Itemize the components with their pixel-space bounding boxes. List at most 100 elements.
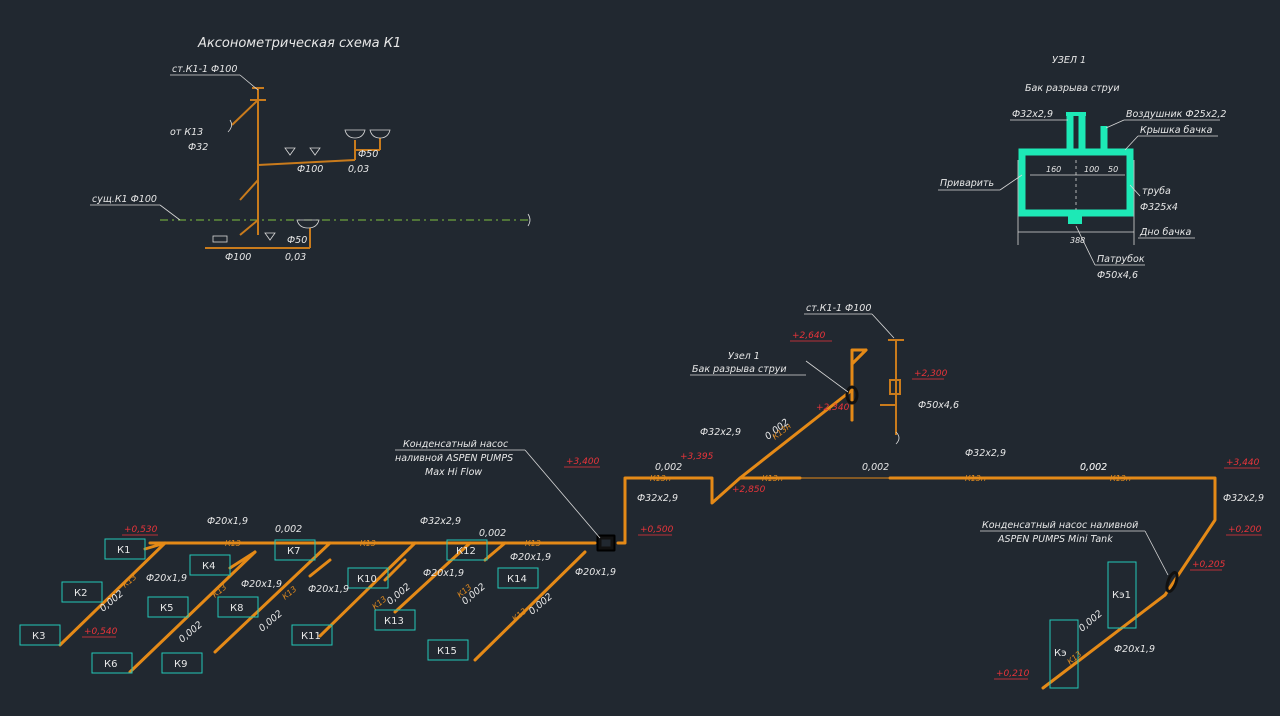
svg-text:0,002: 0,002 [479,528,506,539]
svg-text:Конденсатный насос: Конденсатный насос [403,439,509,450]
svg-text:Ф50х4,6: Ф50х4,6 [918,400,959,411]
svg-text:0,002: 0,002 [1080,462,1107,473]
svg-text:ст.К1-1 Ф100: ст.К1-1 Ф100 [172,64,237,75]
svg-text:от К13: от К13 [170,127,203,138]
unit-k4[interactable] [189,554,231,576]
svg-text:К12: К12 [456,546,476,557]
svg-text:Ф100: Ф100 [297,164,323,175]
svg-text:+3,400: +3,400 [566,457,600,467]
svg-text:Ф50: Ф50 [358,149,378,160]
svg-text:Max Hi Flow: Max Hi Flow [425,467,482,478]
svg-text:Бак разрыва струи: Бак разрыва струи [1025,83,1120,94]
svg-text:сущ.К1 Ф100: сущ.К1 Ф100 [92,194,157,205]
unit-ke[interactable] [1049,619,1079,689]
svg-text:К13н: К13н [1110,474,1131,483]
svg-text:+0,210: +0,210 [996,669,1030,679]
svg-text:УЗЕЛ 1: УЗЕЛ 1 [1052,55,1086,66]
svg-text:наливной ASPEN PUMPS: наливной ASPEN PUMPS [395,453,513,464]
svg-text:0,002: 0,002 [275,524,302,535]
svg-text:Ф32х2,9: Ф32х2,9 [965,448,1006,459]
fixture-icon [212,235,228,243]
unit-k3[interactable] [19,624,61,646]
break-tank [1018,148,1134,217]
svg-text:+0,200: +0,200 [1228,525,1262,535]
svg-text:К13: К13 [121,572,139,589]
svg-text:Патрубок: Патрубок [1097,254,1145,265]
trap-icon [264,232,276,241]
svg-text:Ф32х2,9: Ф32х2,9 [1012,109,1053,120]
unit-ke1[interactable] [1107,561,1137,629]
svg-text:Узел 1: Узел 1 [728,351,760,362]
svg-text:0,002: 0,002 [862,462,889,473]
svg-text:К1: К1 [117,545,130,556]
svg-text:ASPEN PUMPS Mini Tank: ASPEN PUMPS Mini Tank [997,534,1113,545]
unit-k12[interactable] [446,539,488,561]
svg-text:+2,340: +2,340 [816,403,850,413]
svg-text:+0,540: +0,540 [84,627,118,637]
svg-text:0,002: 0,002 [385,581,413,607]
svg-text:К9: К9 [174,659,187,670]
svg-text:Ф20х1,9: Ф20х1,9 [1114,644,1155,655]
svg-text:+2,300: +2,300 [914,369,948,379]
svg-text:Ф32: Ф32 [188,142,208,153]
svg-text:Ф20х1,9: Ф20х1,9 [146,573,187,584]
svg-text:Кэ: Кэ [1054,648,1067,659]
svg-text:Ф32х2,9: Ф32х2,9 [420,516,461,527]
svg-text:50: 50 [1108,165,1118,174]
unit-k14[interactable] [497,567,539,589]
unit-k1[interactable] [104,538,146,560]
svg-text:0,03: 0,03 [348,164,369,175]
svg-text:Воздушник Ф25х2,2: Воздушник Ф25х2,2 [1126,109,1226,120]
svg-text:К13: К13 [384,616,404,627]
unit-k11[interactable] [291,624,333,646]
fixture-icon [344,129,366,139]
svg-text:+3,395: +3,395 [680,452,714,462]
node-1-detail: УЗЕЛ 1 Бак разрыва струи 160 100 50 388 … [938,55,1226,281]
svg-text:К2: К2 [74,588,87,599]
svg-text:ст.К1-1 Ф100: ст.К1-1 Ф100 [806,303,871,314]
svg-text:К15: К15 [437,646,457,657]
unit-k10[interactable] [347,567,389,589]
svg-text:0,002: 0,002 [1080,462,1107,473]
main-labels: ст.К1-1 Ф100 Узел 1 Бак разрыва струи Ко… [82,303,1264,680]
svg-text:+2,640: +2,640 [792,331,826,341]
svg-text:Ф325х4: Ф325х4 [1140,202,1178,213]
svg-text:К10: К10 [357,574,377,585]
svg-text:Бак разрыва струи: Бак разрыва струи [692,364,787,375]
svg-text:Ф32х2,9: Ф32х2,9 [1223,493,1264,504]
unit-k9[interactable] [161,652,203,674]
svg-text:+0,500: +0,500 [640,525,674,535]
drawing-title: Аксонометрическая схема К1 [197,36,401,51]
svg-text:0,002: 0,002 [1077,608,1105,634]
unit-k15[interactable] [427,639,469,661]
unit-k13[interactable] [374,609,416,631]
svg-text:Конденсатный насос наливной: Конденсатный насос наливной [982,520,1138,531]
svg-text:К14: К14 [507,574,527,585]
svg-text:Ф20х1,9: Ф20х1,9 [575,567,616,578]
unit-k2[interactable] [61,581,103,603]
svg-text:Ф20х1,9: Ф20х1,9 [207,516,248,527]
svg-text:0,002: 0,002 [257,608,285,634]
unit-k5[interactable] [147,596,189,618]
svg-text:К5: К5 [160,603,173,614]
svg-text:К11: К11 [301,631,321,642]
svg-text:+2,850: +2,850 [732,485,766,495]
svg-text:Ф32х2,9: Ф32х2,9 [637,493,678,504]
fixture-icon [369,129,391,139]
svg-text:Ф50х4,6: Ф50х4,6 [1097,270,1138,281]
svg-text:100: 100 [1084,165,1099,174]
unit-k7[interactable] [274,539,316,561]
svg-text:Ф50: Ф50 [287,235,307,246]
svg-text:Ф20х1,9: Ф20х1,9 [241,579,282,590]
svg-text:К13н: К13н [965,474,986,483]
svg-text:труба: труба [1142,186,1171,197]
unit-k6[interactable] [91,652,133,674]
units: К1 К2 К3 К4 К5 К6 К7 К8 К9 К10 К11 К12 К… [19,538,1137,689]
unit-k8[interactable] [217,596,259,618]
svg-text:Ф20х1,9: Ф20х1,9 [510,552,551,563]
svg-text:К7: К7 [287,546,300,557]
top-scheme: ст.К1-1 Ф100 от К13 Ф32 сущ.К1 Ф100 Ф100… [90,64,531,263]
svg-text:К13н: К13н [650,474,671,483]
trap-icon [309,147,321,156]
